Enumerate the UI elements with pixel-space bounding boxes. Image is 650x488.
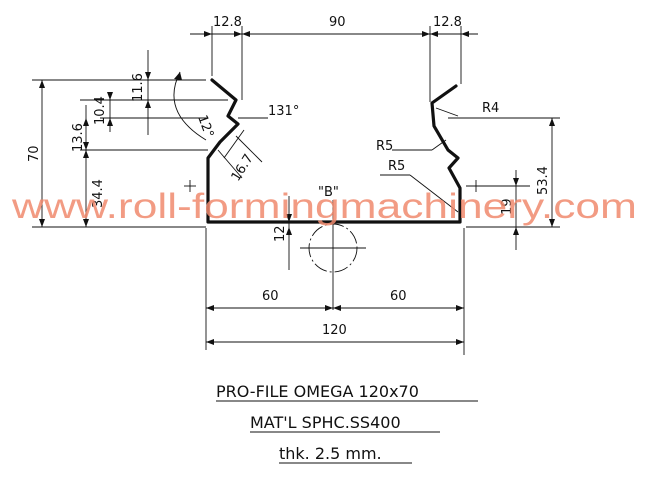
dim-bottom-offset: 12	[273, 225, 288, 242]
title-block: PRO-FILE OMEGA 120x70 MAT'L SPHC.SS400 t…	[216, 382, 478, 464]
dim-right-lower: 19	[500, 198, 515, 215]
right-dimension-group: R4 R5 R5 53.4 19	[376, 101, 560, 250]
title-line-2: MAT'L SPHC.SS400	[250, 413, 401, 432]
dim-radius-5a: R5	[376, 139, 393, 154]
detail-b-label: "B"	[318, 185, 339, 200]
top-dimension-group: 12.8 90 12.8	[190, 15, 478, 102]
dim-angle-left: 12°	[194, 113, 216, 140]
dim-radius-5b: R5	[388, 159, 405, 174]
detail-b-group: "B" 12	[273, 185, 366, 310]
dim-step-height: 13.6	[71, 123, 86, 152]
dim-half-right: 60	[390, 289, 407, 304]
dim-angle-bend: 131°	[268, 104, 299, 119]
omega-profile	[206, 78, 462, 224]
dim-slant-length: 16.7	[229, 152, 257, 185]
title-line-1: PRO-FILE OMEGA 120x70	[216, 382, 419, 401]
dim-top-left-flange: 12.8	[213, 15, 242, 30]
title-line-3: thk. 2.5 mm.	[279, 444, 382, 463]
dim-total-width: 120	[322, 323, 347, 338]
watermark-text: www.roll-formingmachinery.com	[11, 187, 637, 226]
dim-top-right-flange: 12.8	[433, 15, 462, 30]
dim-lip-height: 11.6	[131, 73, 146, 102]
dim-offset-height: 10.4	[93, 96, 108, 125]
dim-right-height: 53.4	[536, 166, 551, 195]
dim-overall-height: 70	[27, 145, 42, 162]
dim-radius-4: R4	[482, 101, 499, 116]
angle-annotations: 12° 131° 16.7	[173, 71, 299, 185]
left-dimension-group: 70 11.6 10.4 13.6 34.4	[27, 50, 228, 228]
dim-lower-height: 34.4	[91, 179, 106, 208]
bottom-dimension-group: 60 60 120	[205, 228, 465, 355]
dim-half-left: 60	[262, 289, 279, 304]
dim-top-width: 90	[329, 15, 346, 30]
